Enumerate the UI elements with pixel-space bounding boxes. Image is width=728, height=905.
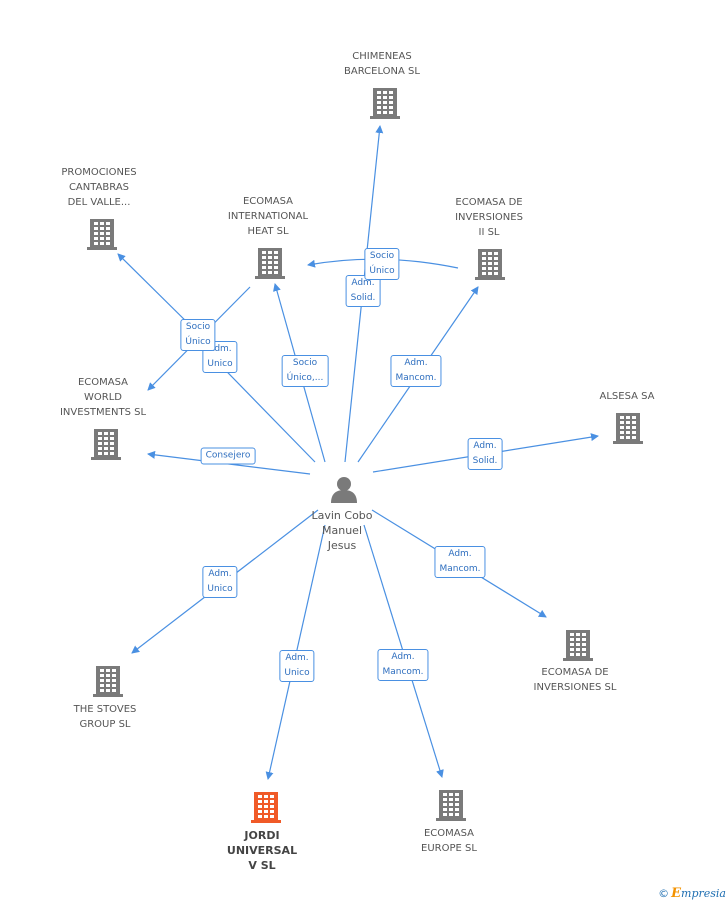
company-label-ecomasa-world[interactable]: ECOMASA WORLD INVESTMENTS SL [59, 377, 147, 418]
building-icon[interactable] [87, 216, 117, 254]
relation-label: Consejero [200, 447, 256, 465]
company-label-ecomasa-inversiones[interactable]: ECOMASA DE INVERSIONES SL [533, 667, 617, 693]
copyright-symbol: © [658, 887, 670, 900]
building-icon[interactable] [475, 246, 505, 284]
building-icon[interactable] [91, 426, 121, 464]
building-icon[interactable] [370, 85, 400, 123]
relation-label: Socio Único [180, 319, 216, 351]
building-icon[interactable] [93, 663, 123, 701]
company-label-jordi-universal[interactable]: JORDI UNIVERSAL V SL [226, 829, 298, 872]
brand-name: mpresia [681, 887, 726, 900]
company-label-promociones[interactable]: PROMOCIONES CANTABRAS DEL VALLE... [61, 167, 137, 208]
building-icon[interactable] [255, 245, 285, 283]
person-icon[interactable] [330, 475, 358, 507]
building-icon-highlighted[interactable] [251, 789, 281, 827]
person-label[interactable]: Lavin Cobo Manuel Jesus [311, 509, 373, 552]
brand-initial: E [671, 886, 682, 901]
company-label-stoves-group[interactable]: THE STOVES GROUP SL [73, 704, 137, 730]
company-label-ecomasa-international[interactable]: ECOMASA INTERNATIONAL HEAT SL [227, 196, 309, 237]
company-label-ecomasa-inversiones-ii[interactable]: ECOMASA DE INVERSIONES II SL [455, 197, 523, 238]
relation-label: Adm. Unico [279, 650, 315, 682]
company-label-chimeneas[interactable]: CHIMENEAS BARCELONA SL [344, 51, 420, 77]
relation-label: Socio Único,... [281, 355, 329, 387]
building-icon[interactable] [563, 627, 593, 665]
relation-label: Socio Único [364, 248, 400, 280]
company-label-ecomasa-europe[interactable]: ECOMASA EUROPE SL [421, 828, 477, 854]
relation-label: Adm. Solid. [467, 438, 503, 470]
relation-label: Adm. Mancom. [390, 355, 442, 387]
company-label-alsesa[interactable]: ALSESA SA [599, 391, 655, 402]
building-icon[interactable] [613, 410, 643, 448]
empresia-brand: ©Empresia [658, 886, 726, 901]
relation-label: Adm. Unico [202, 566, 238, 598]
relation-label: Adm. Mancom. [434, 546, 486, 578]
building-icon[interactable] [436, 787, 466, 825]
relation-label: Adm. Solid. [345, 275, 381, 307]
relation-label: Adm. Mancom. [377, 649, 429, 681]
